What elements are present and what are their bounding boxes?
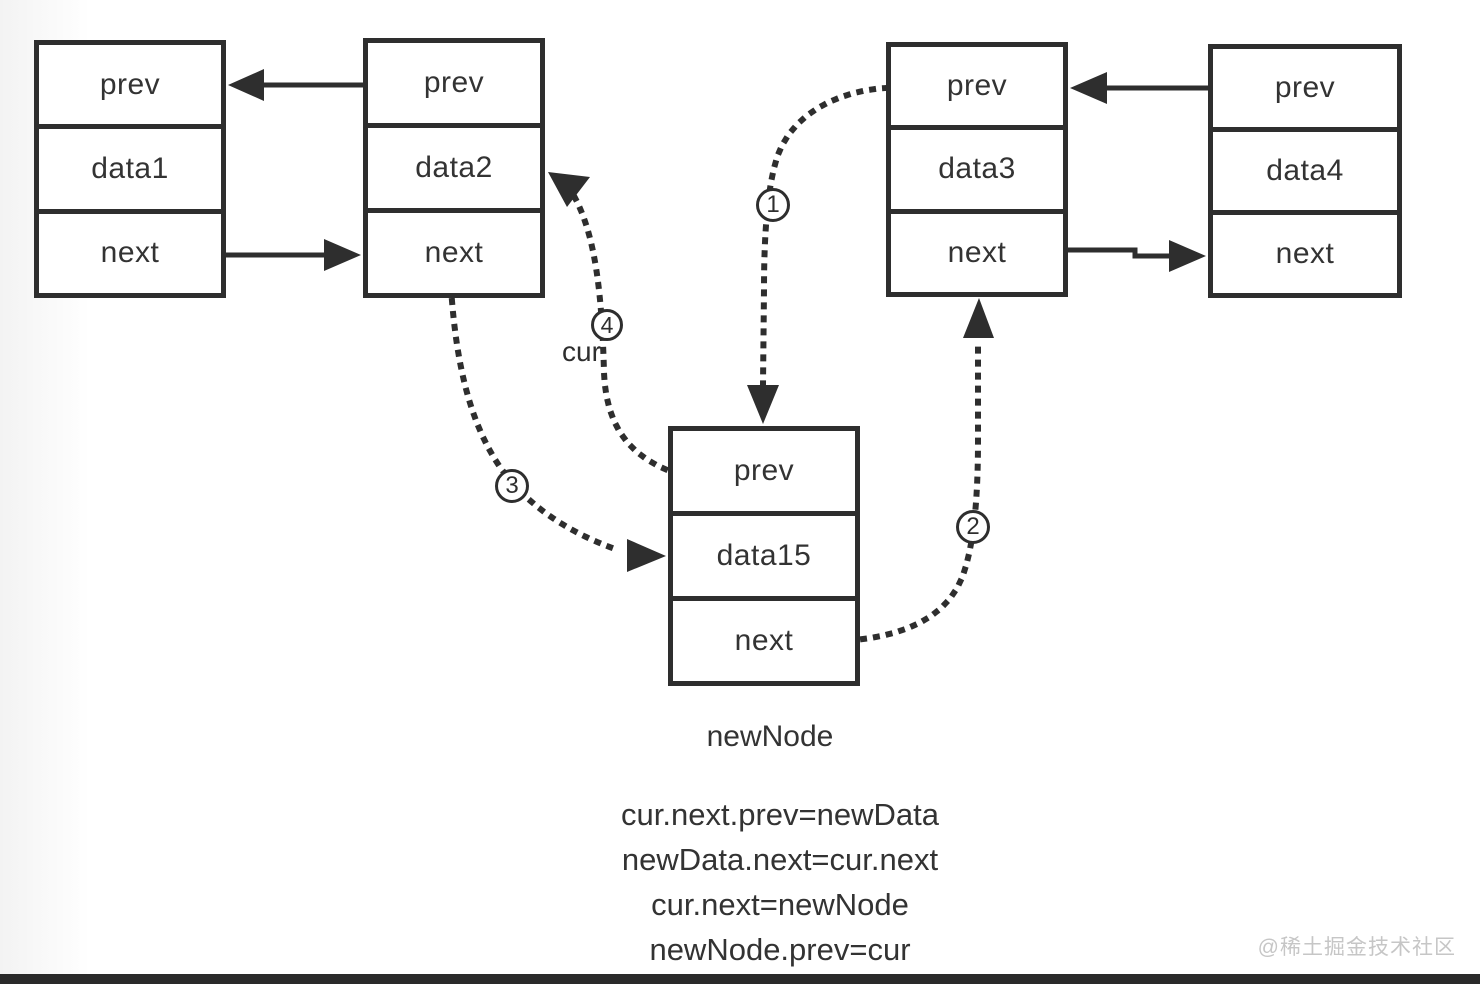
cell-prev: prev <box>1208 44 1402 132</box>
cell-prev: prev <box>668 426 860 516</box>
arrow-node4prev-to-node3 <box>1070 72 1208 104</box>
arrow-step4-newnodeprev-to-node2 <box>548 172 669 473</box>
cell-next: next <box>886 208 1068 297</box>
step-marker-2: 2 <box>956 510 990 544</box>
code-line-4: newNode.prev=cur <box>649 932 911 967</box>
bottom-bar <box>0 974 1480 984</box>
arrow-step1-node3prev-to-newnode <box>747 84 890 424</box>
cell-next: next <box>668 596 860 686</box>
arrow-node2prev-to-node1 <box>228 69 363 101</box>
cell-next: next <box>1208 210 1402 298</box>
node-data2-cur: prev data2 next <box>363 38 545 298</box>
code-line-3: cur.next=newNode <box>651 887 909 922</box>
arrow-node3next-to-node4 <box>1066 240 1206 272</box>
step-marker-1: 1 <box>756 188 790 222</box>
code-block: cur.next.prev=newData newData.next=cur.n… <box>380 792 1180 972</box>
cell-prev: prev <box>363 38 545 128</box>
cell-data: data2 <box>363 123 545 213</box>
node-data1: prev data1 next <box>34 40 226 298</box>
node-newnode: prev data15 next <box>668 426 860 686</box>
cell-data: data1 <box>34 124 226 214</box>
step-marker-3: 3 <box>495 469 529 503</box>
node-data4: prev data4 next <box>1208 44 1402 298</box>
cell-data: data15 <box>668 511 860 601</box>
arrow-step2-newnodenext-to-node3 <box>859 298 994 643</box>
node-data3: prev data3 next <box>886 42 1068 297</box>
arrow-node1next-to-node2 <box>226 239 361 271</box>
cell-data: data3 <box>886 125 1068 214</box>
code-line-1: cur.next.prev=newData <box>621 797 939 832</box>
arrow-step3-node2next-to-newnode <box>448 297 666 572</box>
cell-next: next <box>34 208 226 298</box>
cell-next: next <box>363 208 545 298</box>
cell-data: data4 <box>1208 127 1402 215</box>
cell-prev: prev <box>34 40 226 130</box>
newnode-caption: newNode <box>706 720 834 753</box>
cur-pointer-label: cur <box>562 336 601 367</box>
code-line-2: newData.next=cur.next <box>621 842 939 877</box>
step-marker-4: 4 <box>591 309 623 341</box>
cell-prev: prev <box>886 42 1068 131</box>
watermark-text: @稀土掘金技术社区 <box>1257 936 1456 959</box>
